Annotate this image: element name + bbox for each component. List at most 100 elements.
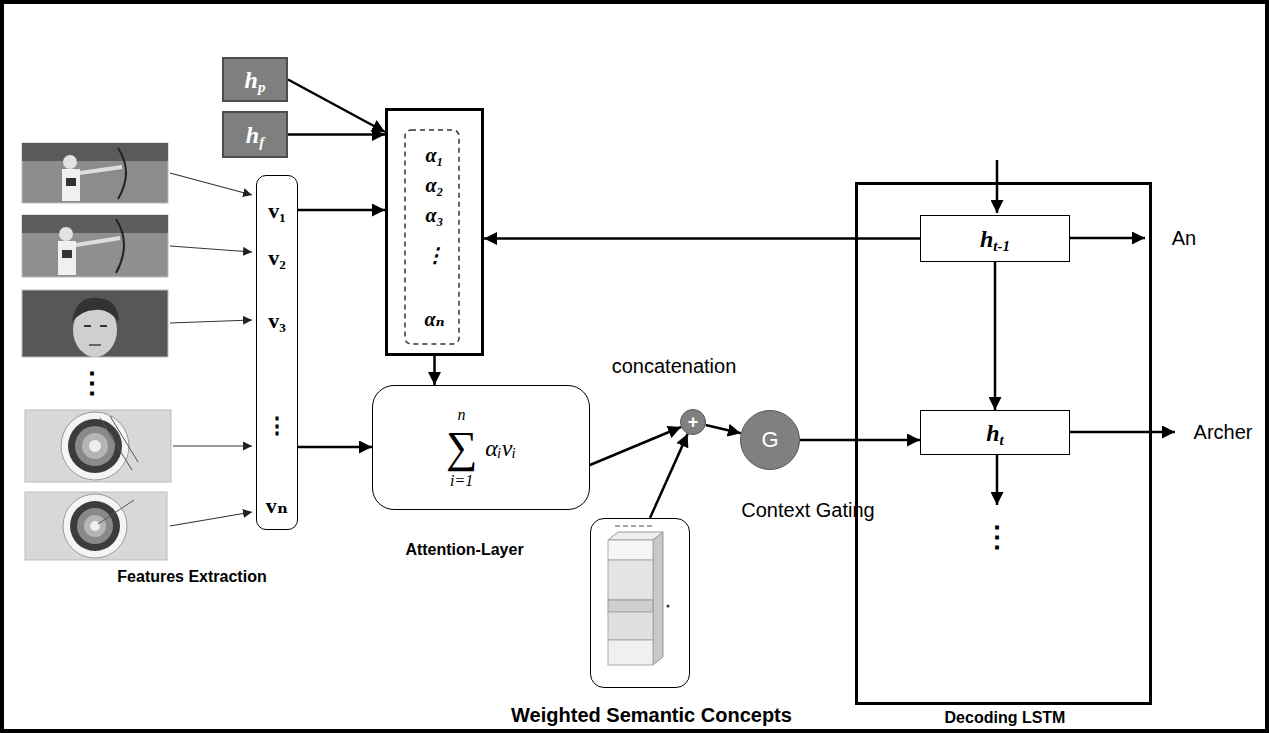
frame-feature-arrows — [170, 173, 252, 526]
label-text: An — [1172, 227, 1196, 250]
eye — [84, 325, 91, 327]
archer-bib — [62, 250, 72, 258]
lstm-state-box: ht-1 — [920, 215, 1070, 262]
target-ring — [63, 494, 127, 558]
node-text: v₁ — [268, 198, 286, 224]
bar-dot — [667, 605, 670, 608]
node-text: h — [246, 121, 259, 149]
hair — [72, 298, 119, 322]
bar-dashes — [615, 525, 652, 527]
target-ring — [90, 521, 100, 531]
frame-arrow — [170, 246, 252, 252]
label-text: Archer — [1194, 421, 1253, 444]
node-text: + — [688, 413, 699, 431]
node-text: h — [986, 419, 999, 447]
label-text: ⋮ — [78, 368, 106, 398]
node-text: i=1 — [450, 472, 473, 490]
feature-vector-box: v₁ v₂ v₃ ⋮ vₙ — [256, 175, 298, 530]
connector-arrow — [590, 427, 681, 465]
node-text: Weighted Semantic Concepts — [511, 703, 792, 726]
hidden-state-box: hf — [222, 111, 288, 158]
node-text: Attention-Layer — [405, 541, 523, 559]
archer-head — [59, 227, 73, 241]
node-text: α₃ — [425, 201, 443, 229]
node-text: n — [458, 406, 466, 424]
node-text: αᵢvᵢ — [485, 434, 516, 462]
connector-arrow — [298, 446, 372, 449]
frame-arrow — [173, 445, 252, 446]
lstm-box: Decoding LSTMht-1ht — [855, 182, 1152, 705]
video-frame — [22, 143, 168, 203]
bar-band — [608, 560, 653, 600]
semantic-concept-bar — [608, 526, 670, 665]
archer-arm — [76, 238, 120, 245]
node-text: ⋮ — [266, 413, 288, 439]
connector-arrow — [800, 439, 920, 442]
node-text: α₂ — [425, 171, 443, 199]
mouth — [89, 344, 101, 346]
node-text: t — [1000, 431, 1004, 449]
bar-band — [608, 600, 653, 612]
node-text: G — [761, 428, 778, 452]
frame-arrow — [170, 512, 252, 526]
bar-band — [608, 640, 653, 665]
next-step-arrow — [996, 455, 999, 505]
bar-side — [653, 532, 663, 665]
bar-band — [608, 612, 653, 640]
connector-arrow — [298, 209, 385, 212]
attention-box: α₁α₂α₃⋮αₙ — [385, 108, 484, 356]
target-ring — [77, 508, 113, 544]
target-ring — [84, 515, 106, 537]
node-text: Decoding LSTM — [945, 709, 1066, 727]
frame-ground — [25, 492, 167, 560]
frame-arrow — [170, 320, 252, 323]
node-text: v₃ — [268, 308, 286, 334]
arrow-shaft — [98, 500, 134, 524]
connector-arrow — [706, 425, 741, 433]
context-gating-node: GContext Gating — [740, 410, 800, 470]
archer-bib — [66, 178, 76, 186]
label-text: ⋮ — [983, 522, 1011, 552]
concat-node: concatenation+ — [680, 409, 706, 435]
semantic-concepts-box: Weighted Semantic Concepts — [590, 518, 690, 688]
target-ring — [70, 501, 120, 551]
frame-ground — [25, 410, 171, 482]
label-text: Features Extraction — [117, 568, 266, 586]
target-ring — [89, 440, 101, 452]
frame-stands — [22, 143, 168, 161]
video-frame — [22, 215, 168, 277]
node-text: ∑ — [446, 424, 477, 472]
lstm-state-box: ht — [920, 410, 1070, 455]
archer-head — [63, 155, 77, 169]
node-text: v₂ — [268, 245, 286, 271]
target-ring — [68, 419, 122, 473]
archer-arm — [80, 167, 122, 173]
video-frame — [22, 290, 168, 357]
node-text: h — [980, 225, 993, 253]
attention-sum-box: n∑i=1αᵢvᵢAttention-Layer — [372, 385, 590, 510]
node-text: h — [245, 66, 258, 94]
target-frame — [25, 492, 167, 560]
node-text: αₙ — [424, 305, 444, 333]
connector-arrow — [650, 434, 688, 518]
archer-body — [62, 169, 80, 201]
node-text: f — [259, 133, 264, 151]
target-ring — [61, 412, 129, 480]
eye — [100, 325, 107, 327]
node-text: concatenation — [612, 355, 737, 378]
dashed-weight-group — [405, 130, 459, 344]
arrow-shaft — [110, 416, 138, 462]
output-arrow — [1070, 237, 1145, 240]
node-text: α₁ — [425, 141, 443, 169]
connector-arrow — [433, 356, 436, 385]
node-text: p — [258, 78, 266, 96]
frame-ground — [22, 290, 168, 357]
frame-stands — [22, 215, 168, 233]
bar-band — [608, 540, 653, 560]
input-arrow — [996, 160, 999, 213]
node-text: vₙ — [266, 493, 288, 519]
